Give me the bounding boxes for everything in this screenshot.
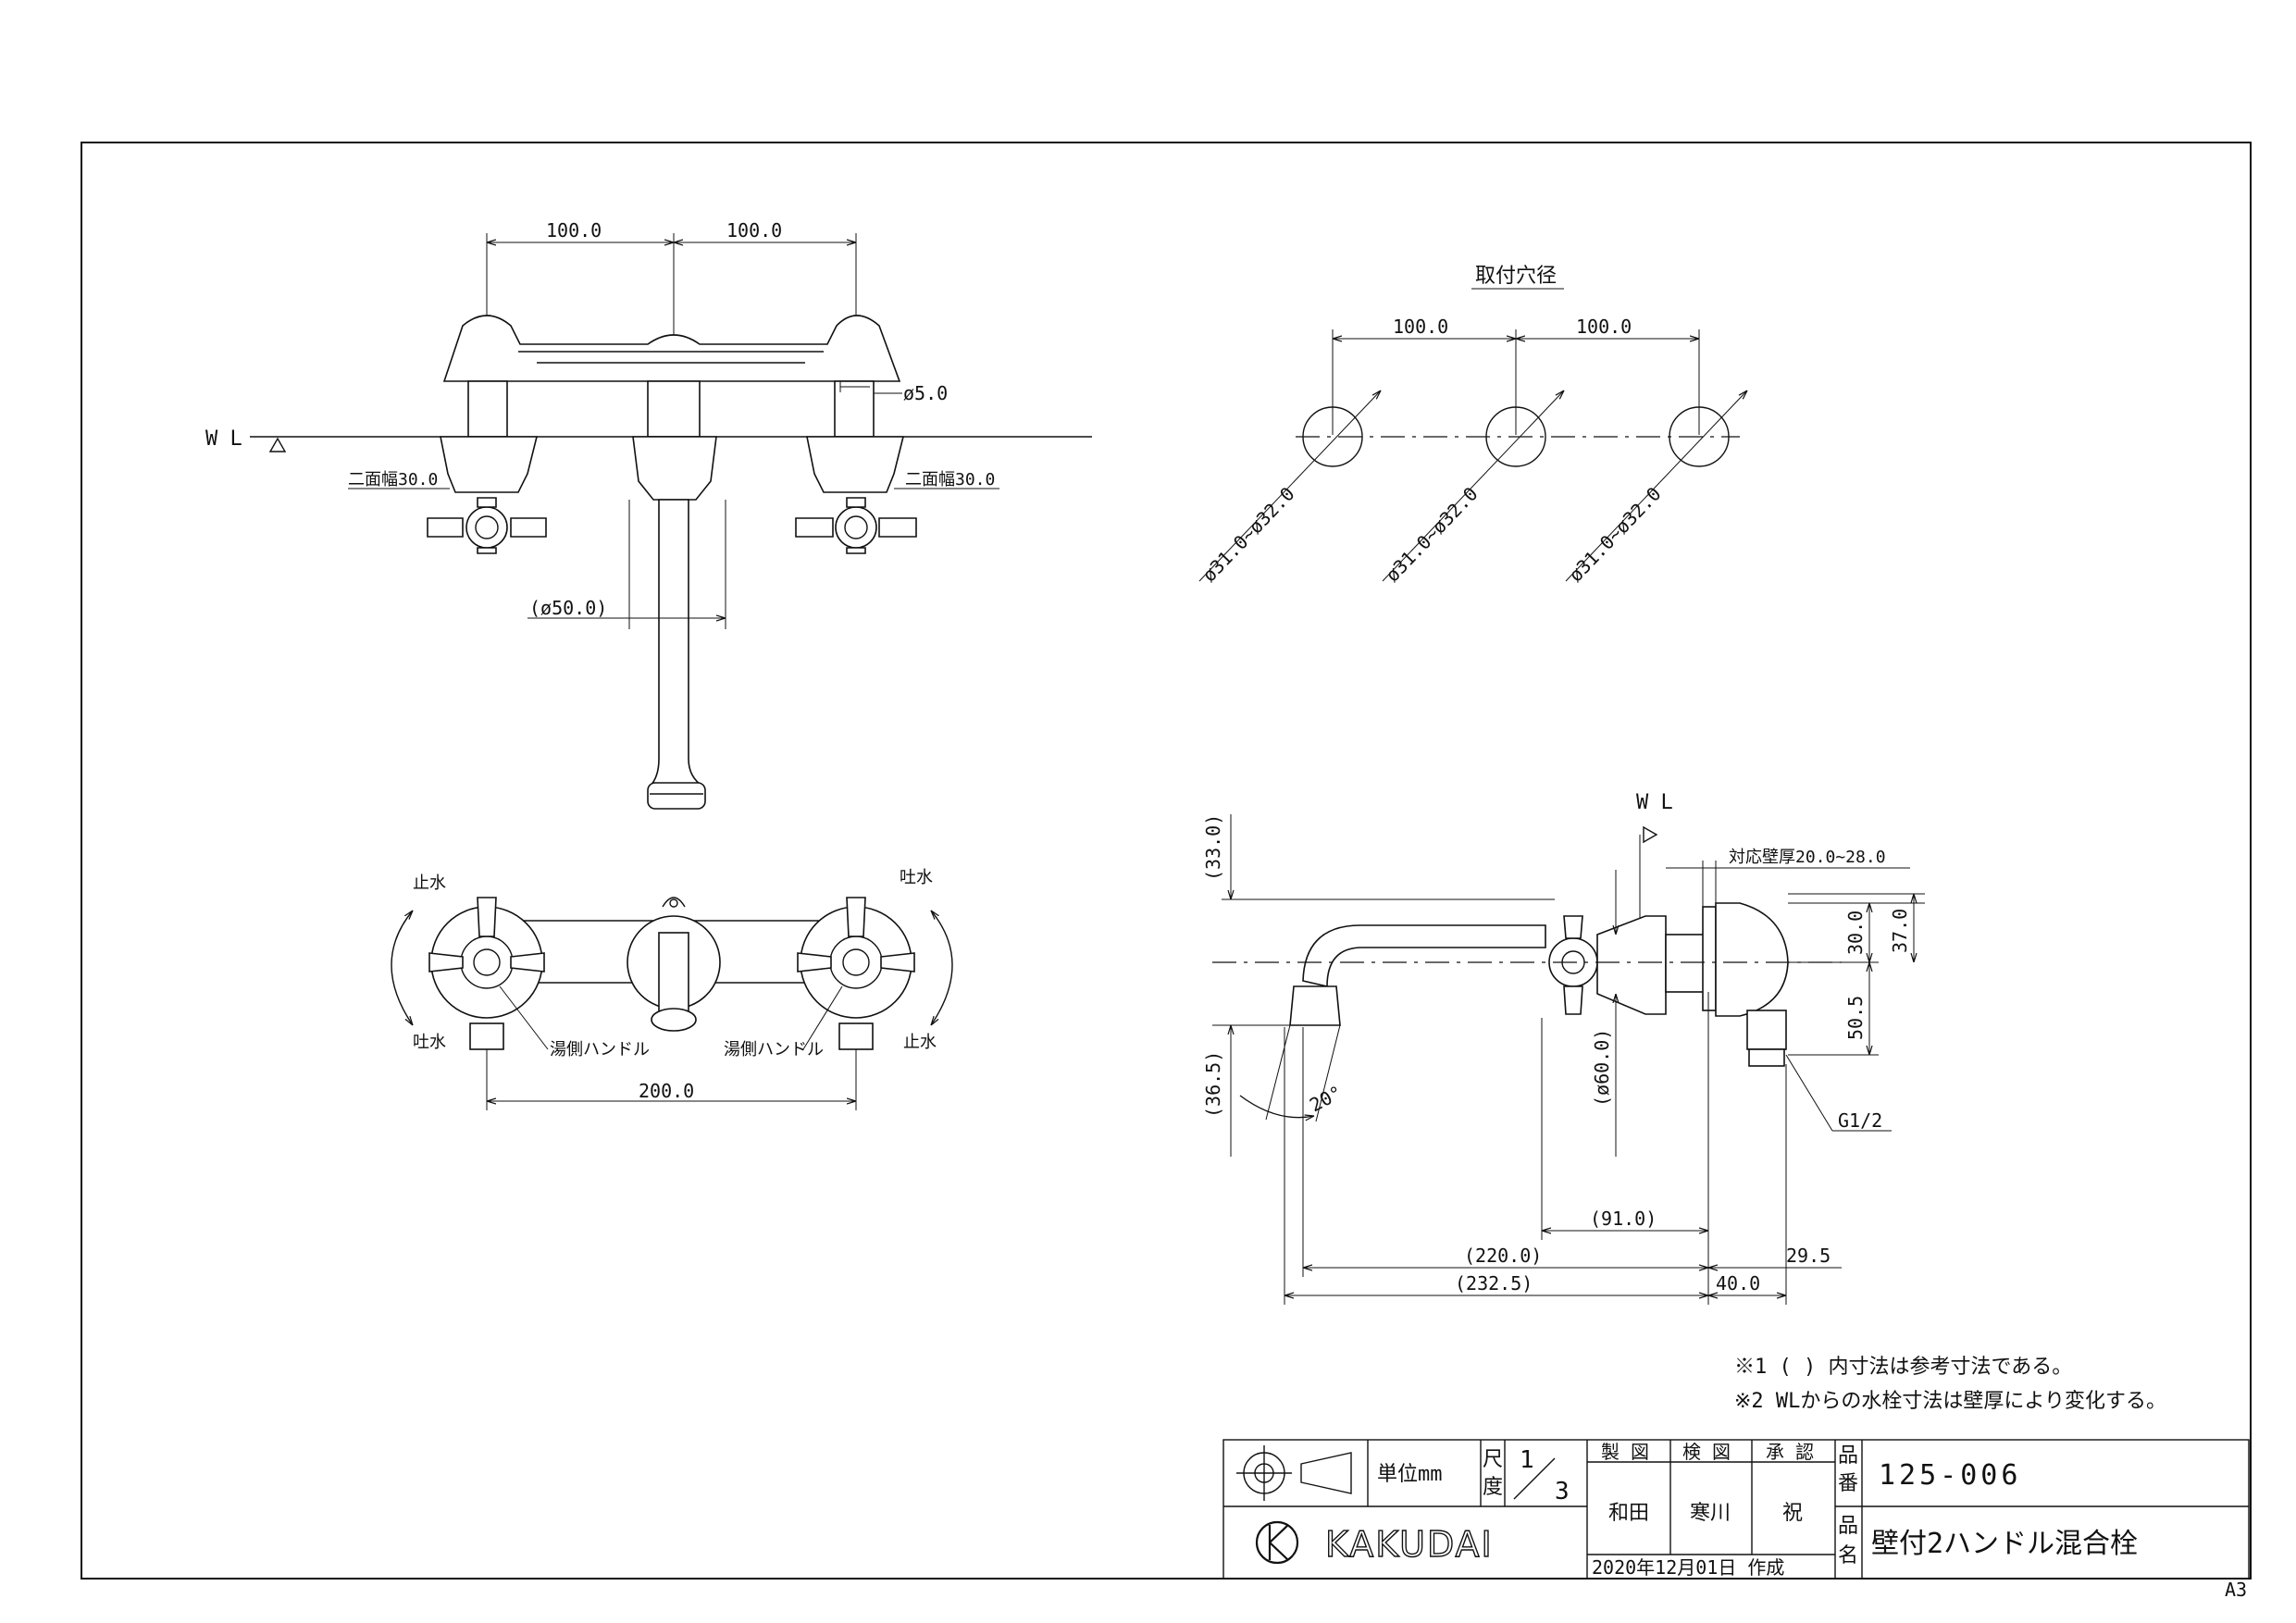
scale-numerator: 1 (1520, 1446, 1534, 1474)
top-stop-left: 止水 (413, 873, 446, 893)
note-1: ※1 ( ) 内寸法は参考寸法である。 (1734, 1356, 2072, 1379)
side-wl-label: W L (1636, 791, 1673, 814)
drawn-by: 和田 (1608, 1502, 1649, 1525)
unit-label: 単位mm (1377, 1463, 1443, 1486)
kakudai-logo-icon (1255, 1520, 1299, 1565)
side-thread: G1/2 (1838, 1109, 1882, 1132)
side-dim-36-5: (36.5) (1202, 1051, 1224, 1118)
side-wall-thickness: 対応壁厚20.0~28.0 (1729, 848, 1886, 867)
scale-label-a: 尺 (1483, 1448, 1503, 1471)
drawing-date: 2020年12月01日 作成 (1592, 1556, 1784, 1579)
note-2: ※2 WLからの水栓寸法は壁厚により変化する。 (1734, 1390, 2166, 1413)
name-label-a: 品 (1838, 1515, 1858, 1538)
front-dim-left: 100.0 (546, 219, 602, 242)
name-label-b: 名 (1838, 1544, 1858, 1567)
company-name: KAKUDAI (1325, 1524, 1494, 1565)
front-hole-dim: ø5.0 (903, 382, 948, 404)
part-no-label-b: 番 (1838, 1472, 1858, 1495)
side-dim-angle: 20° (1306, 1081, 1346, 1116)
side-dim-37: 37.0 (1889, 909, 1911, 953)
top-spout-left: 吐水 (413, 1033, 446, 1052)
part-name: 壁付2ハンドル混合栓 (1871, 1528, 2138, 1560)
front-dim-right: 100.0 (726, 219, 782, 242)
front-spout-dia: (ø50.0) (529, 597, 607, 619)
top-stop-right: 吐水 (900, 868, 933, 887)
side-dim-30: 30.0 (1844, 911, 1867, 955)
top-view: 止水 吐水 吐水 止水 湯側ハンドル 湯側ハンドル 200.0 (391, 868, 953, 1110)
side-view: W L (33.0) (36.5) 20° (ø60.0) (1202, 791, 1925, 1305)
mounting-holes-title: 取付穴径 (1475, 265, 1557, 288)
front-wl-label: W L (205, 427, 242, 451)
side-dim-232-5: (232.5) (1455, 1272, 1533, 1295)
hole-dia-2: ø31.0~ø32.0 (1381, 483, 1482, 587)
scale-denominator: 3 (1555, 1478, 1570, 1505)
front-view: 100.0 100.0 W L (205, 219, 1092, 810)
sheet-size: A3 (2225, 1579, 2247, 1601)
side-dim-91: (91.0) (1590, 1208, 1657, 1230)
top-width-dim: 200.0 (639, 1080, 694, 1102)
mounting-holes-view: 取付穴径 100.0 100.0 ø31.0~ø32.0 ø31.0~ø32.0… (1198, 265, 1747, 586)
checked-label: 検 図 (1682, 1441, 1731, 1463)
checked-by: 寒川 (1690, 1502, 1731, 1525)
side-dim-40: 40.0 (1716, 1272, 1760, 1295)
part-number: 125-006 (1879, 1459, 2021, 1492)
scale-label-b: 度 (1483, 1476, 1503, 1499)
side-dim-60: (ø60.0) (1591, 1029, 1613, 1107)
side-dim-33: (33.0) (1202, 814, 1224, 881)
side-dim-220: (220.0) (1464, 1245, 1542, 1267)
drawing-frame (81, 142, 2252, 1580)
side-dim-29-5: 29.5 (1786, 1245, 1831, 1267)
hole-dia-3: ø31.0~ø32.0 (1564, 483, 1665, 587)
front-flat-width-right: 二面幅30.0 (905, 470, 995, 489)
top-hot-handle-right: 湯側ハンドル (724, 1040, 824, 1059)
part-no-label-a: 品 (1838, 1444, 1858, 1468)
holes-pitch-left: 100.0 (1393, 316, 1448, 338)
front-flat-width-left: 二面幅30.0 (348, 470, 438, 489)
drawn-label: 製 図 (1601, 1441, 1649, 1463)
top-spout-right: 止水 (903, 1033, 937, 1052)
side-dim-50-5: 50.5 (1844, 996, 1867, 1040)
top-hot-handle-left: 湯側ハンドル (550, 1040, 650, 1059)
approved-by: 祝 (1782, 1502, 1803, 1525)
holes-pitch-right: 100.0 (1576, 316, 1632, 338)
hole-dia-1: ø31.0~ø32.0 (1198, 483, 1298, 587)
approved-label: 承 認 (1766, 1441, 1814, 1463)
title-block: 単位mm 尺 度 1 3 KAKUDAI 製 図 検 図 承 認 和田 寒川 祝… (1222, 1439, 2250, 1580)
